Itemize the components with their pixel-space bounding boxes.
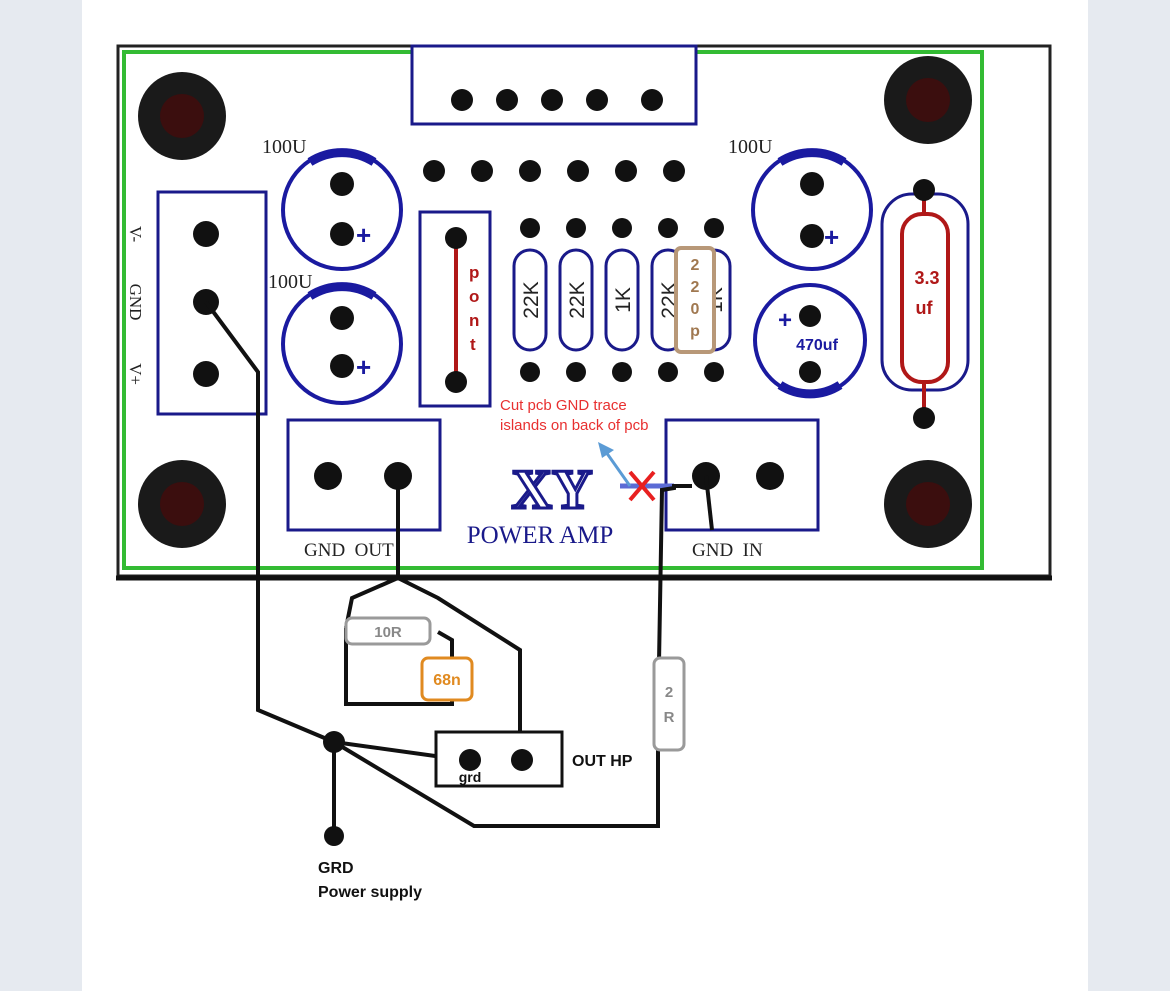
hp-grd-label: grd [459, 769, 482, 785]
capacitor-3-3uf: 3.3 uf [880, 179, 970, 429]
input-terminal: GND IN [664, 418, 820, 561]
capacitor-right-top: + 100U [728, 136, 873, 271]
capacitor-left-mid: + 100U [268, 271, 403, 405]
cut-trace-annotation: Cut pcb GND trace islands on back of pcb [500, 397, 674, 502]
psu-ground-node [324, 826, 344, 846]
cap-68n-label: 68n [433, 672, 461, 689]
bridge-letter: t [470, 335, 476, 354]
res-2r-char: R [664, 709, 675, 726]
capacitor-68n: 68n [420, 656, 474, 702]
resistor-label: 22K [566, 281, 589, 318]
resistor-bank: 22K 22K 1K 22K 1K [512, 218, 732, 382]
ground-junction [323, 731, 345, 753]
output-terminal-label: GND OUT [304, 540, 394, 561]
power-input-terminal: V- GND V+ [126, 190, 268, 416]
cap-220p-char: p [690, 323, 700, 340]
diagram-canvas: V- GND V+ + 100U + 100U p o n t 22K [82, 0, 1088, 991]
resistor-2r: 2 R [652, 656, 686, 752]
bridge-letter: n [469, 311, 479, 330]
cap-33-label: 3.3 [914, 268, 939, 288]
resistor-10r: 10R [344, 616, 432, 646]
plus-sign: + [356, 352, 371, 382]
top-header-connector [410, 44, 698, 126]
cap-label-100u: 100U [268, 271, 313, 293]
wiring [204, 300, 714, 836]
power-supply-ground: GRD Power supply [318, 860, 422, 901]
label-v-minus: V- [126, 226, 145, 243]
res-10r-label: 10R [374, 624, 402, 641]
cap-label-100u: 100U [728, 136, 773, 158]
cap-220p-char: 2 [691, 279, 700, 296]
cap-label-100u: 100U [262, 136, 307, 158]
brand-xy: XY [512, 459, 593, 521]
psu-grd-label: GRD [318, 860, 354, 877]
left-margin [0, 0, 82, 991]
mounting-holes [138, 56, 972, 548]
headphone-output-connector: grd OUT HP [434, 730, 633, 788]
bridge-jumper: p o n t [418, 210, 492, 408]
psu-label: Power supply [318, 884, 422, 901]
right-margin [1088, 0, 1170, 991]
resistor-22k-a: 22K [512, 218, 548, 382]
brand-logo: XY POWER AMP [467, 458, 614, 550]
pad-row [423, 160, 685, 182]
bridge-letter: o [469, 287, 479, 306]
amplifier-wiring-diagram: V- GND V+ + 100U + 100U p o n t 22K [116, 44, 1052, 901]
brand-subtitle: POWER AMP [467, 522, 614, 549]
label-gnd-power: GND [126, 284, 145, 321]
resistor-1k-a: 1K [604, 218, 640, 382]
bridge-letter: p [469, 263, 479, 282]
note-line-2: islands on back of pcb [500, 417, 648, 434]
plus-sign: + [356, 220, 371, 250]
input-terminal-label: GND IN [692, 540, 763, 561]
plus-sign: + [824, 222, 839, 252]
hp-out-label: OUT HP [572, 753, 633, 770]
cap-220p-char: 2 [691, 257, 700, 274]
cap-label-470uf: 470uf [796, 337, 838, 354]
capacitor-470uf: + 470uf [753, 283, 867, 399]
capacitor-left-top: + 100U [262, 136, 403, 271]
note-line-1: Cut pcb GND trace [500, 397, 627, 414]
resistor-label: 1K [612, 287, 635, 313]
cap-220p-char: 0 [691, 301, 700, 318]
res-2r-char: 2 [665, 684, 673, 701]
capacitor-220p: 2 2 0 p [674, 246, 716, 354]
label-v-plus: V+ [126, 363, 145, 385]
plus-sign: + [778, 307, 792, 334]
resistor-22k-b: 22K [558, 218, 594, 382]
cap-33-unit: uf [916, 298, 934, 318]
resistor-label: 22K [520, 281, 543, 318]
